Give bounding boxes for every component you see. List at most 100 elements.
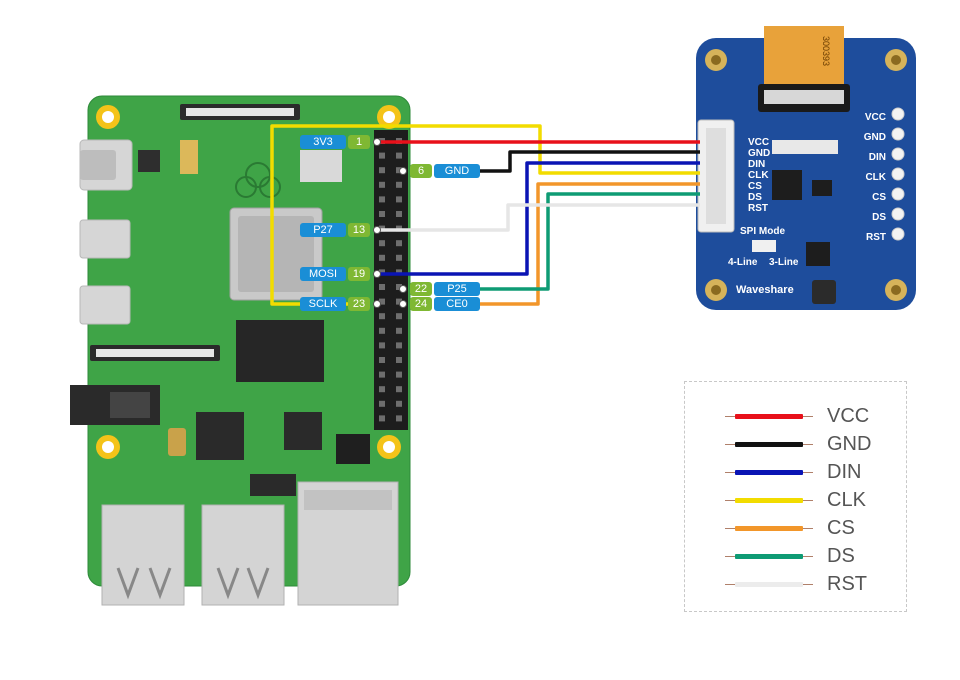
legend-swatch	[735, 442, 803, 447]
legend-item-gnd: GND	[685, 432, 905, 456]
raspberry-pi-board	[70, 95, 411, 606]
four-line-label: 4-Line	[728, 257, 758, 268]
spi-mode-label: SPI Mode	[740, 226, 786, 237]
legend-label: CS	[827, 517, 855, 539]
legend-swatch	[735, 498, 803, 503]
wire-color-legend: VCC GND DIN CLK CS DS RST	[684, 381, 907, 612]
gpio-pin	[396, 386, 402, 393]
pin-p25-name: P25	[434, 282, 480, 296]
pin-ce0-number: 24	[410, 297, 432, 311]
legend-tick	[803, 528, 813, 529]
wire-rst	[377, 203, 700, 232]
gpio-pin	[379, 284, 385, 290]
header-label-rst: RST	[866, 232, 886, 243]
pin-3v3-name: 3V3	[300, 135, 346, 149]
brand-label: Waveshare	[736, 284, 794, 296]
gpio-pin	[396, 327, 402, 334]
pin-3v3-number: 1	[348, 135, 370, 149]
gpio-pin	[379, 196, 385, 203]
gpio-pin	[396, 167, 402, 174]
legend-swatch	[735, 470, 803, 475]
legend-label: VCC	[827, 405, 870, 427]
gpio-pin	[379, 240, 385, 247]
header-label-gnd: GND	[863, 132, 886, 143]
pin-gnd-name: GND	[434, 164, 480, 178]
pin-mosi-name: MOSI	[300, 267, 346, 281]
connector-label-clk: CLK	[748, 170, 769, 181]
legend-item-rst: RST	[685, 572, 905, 596]
legend-tick	[803, 500, 813, 501]
legend-item-ds: DS	[685, 544, 905, 568]
wire-end-dot	[373, 300, 381, 308]
wire-cs	[480, 182, 700, 306]
wire-end-dot	[373, 270, 381, 278]
legend-swatch	[735, 554, 803, 559]
pin-mosi-number: 19	[348, 267, 370, 281]
pin-sclk-name: SCLK	[300, 297, 346, 311]
connector-label-vcc: VCC	[748, 137, 770, 148]
legend-tick	[725, 556, 735, 557]
wire-end-dot	[373, 138, 381, 146]
legend-tick	[725, 500, 735, 501]
wire-ds	[480, 192, 700, 291]
header-label-vcc: VCC	[864, 112, 886, 123]
gpio-pin	[396, 211, 402, 217]
gpio-pin	[379, 211, 385, 217]
gpio-pin	[379, 327, 385, 334]
wire-din	[377, 161, 700, 276]
legend-label: DS	[827, 545, 855, 567]
wire-end-dot	[399, 167, 407, 175]
gpio-pin	[379, 400, 385, 407]
connector-label-din: DIN	[748, 159, 766, 170]
legend-tick	[803, 444, 813, 445]
gpio-pin	[396, 357, 402, 363]
gpio-pin	[379, 313, 385, 320]
legend-tick	[725, 444, 735, 445]
gpio-pin	[396, 284, 402, 290]
gpio-pin	[396, 415, 402, 422]
flex-code-text: 300393	[821, 36, 831, 66]
gpio-pin	[379, 152, 385, 159]
header-label-cs: CS	[872, 192, 886, 203]
legend-item-din: DIN	[685, 460, 905, 484]
legend-swatch	[735, 414, 803, 419]
pin-p25-number: 22	[410, 282, 432, 296]
gpio-pin	[379, 357, 385, 363]
pin-p27-name: P27	[300, 223, 346, 237]
gpio-pin	[379, 181, 385, 188]
gpio-pin	[379, 415, 385, 422]
legend-tick	[725, 528, 735, 529]
gpio-pin	[379, 386, 385, 393]
three-line-label: 3-Line	[769, 257, 799, 268]
connector-label-cs: CS	[748, 181, 762, 192]
wire-end-dot	[373, 226, 381, 234]
pin-gnd-number: 6	[410, 164, 432, 178]
connector-label-gnd: GND	[748, 148, 771, 159]
gpio-pin	[379, 371, 385, 378]
gpio-pin	[396, 371, 402, 378]
gpio-pin	[396, 254, 402, 261]
wire-end-dot	[399, 285, 407, 293]
wire-gnd	[480, 150, 700, 173]
legend-label: RST	[827, 573, 867, 595]
gpio-pin	[396, 240, 402, 247]
legend-swatch	[735, 526, 803, 531]
legend-item-clk: CLK	[685, 488, 905, 512]
legend-label: CLK	[827, 489, 866, 511]
gpio-pin	[396, 196, 402, 203]
gpio-pin	[396, 181, 402, 188]
legend-swatch	[735, 582, 803, 587]
oled-connector-labels: VCC GND DIN CLK CS DS RST	[748, 137, 770, 214]
wires	[270, 124, 700, 306]
pin-ce0-name: CE0	[434, 297, 480, 311]
legend-item-vcc: VCC	[685, 404, 905, 428]
connector-label-ds: DS	[748, 192, 762, 203]
pin-sclk-number: 23	[348, 297, 370, 311]
wire-end-dot	[399, 300, 407, 308]
legend-tick	[803, 416, 813, 417]
oled-header-labels: VCC GND DIN CLK CS DS RST	[860, 108, 886, 248]
legend-tick	[725, 584, 735, 585]
header-label-din: DIN	[868, 152, 886, 163]
